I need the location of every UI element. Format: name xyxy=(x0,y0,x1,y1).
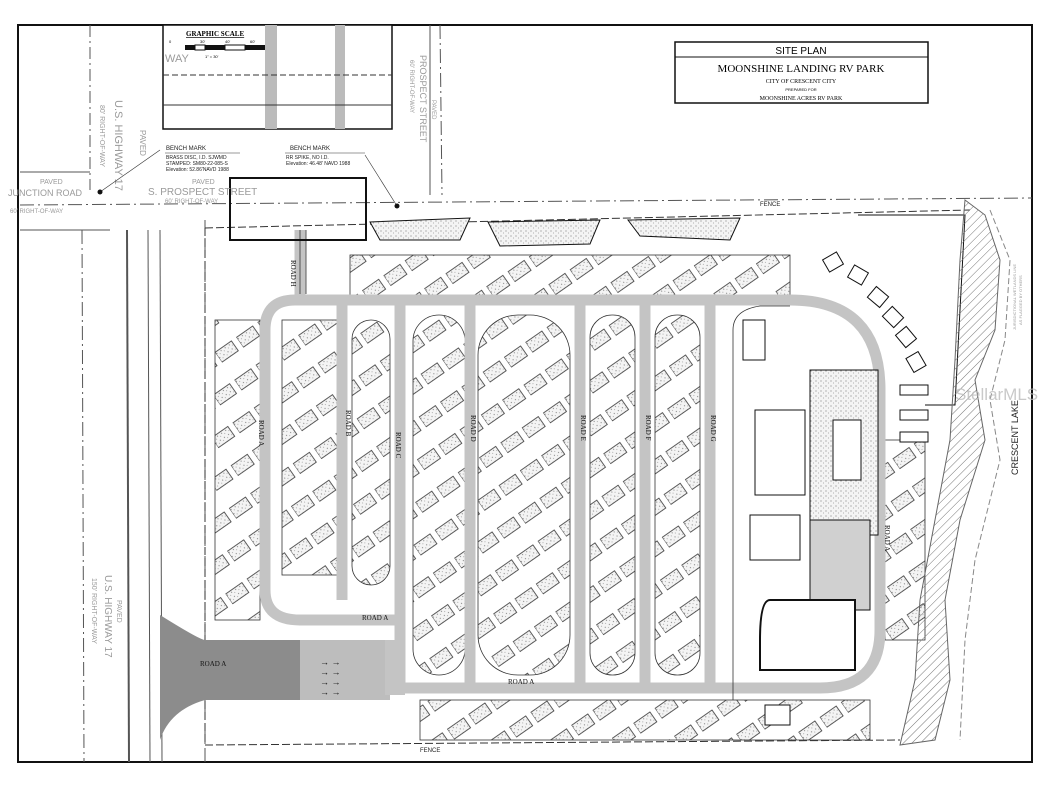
road-c-label: ROAD C xyxy=(394,432,402,459)
svg-text:JURISDICTIONAL WETLANDS LINE: JURISDICTIONAL WETLANDS LINE xyxy=(1012,264,1017,330)
highway-upper-label: PAVED U.S. HIGHWAY 17 80' RIGHT-OF-WAY xyxy=(98,100,147,191)
inset-detail xyxy=(162,24,393,130)
road-d-label: ROAD D xyxy=(469,415,477,442)
wetland-buffer xyxy=(899,199,1001,746)
top-landscape-islands xyxy=(369,217,741,247)
junction-paved: PAVED xyxy=(40,179,63,186)
fence-label-bottom: FENCE xyxy=(420,748,440,754)
road-labels: ROAD A ROAD A ROAD A ROAD A ROAD B ROAD … xyxy=(200,260,891,686)
scale-tick-2: 40' xyxy=(225,39,230,44)
svg-text:BRASS DISC, I.D. SJWMD: BRASS DISC, I.D. SJWMD xyxy=(166,155,227,161)
scale-tick-3: 60' xyxy=(250,39,255,44)
bench-mark-2: BENCH MARK RR SPIKE, NO I.D. Elevation: … xyxy=(285,146,400,209)
road-b-label: ROAD B xyxy=(344,410,352,437)
svg-text:→ →: → → xyxy=(320,687,341,697)
prospect-vertical-label: PAVED PROSPECT STREET 60' RIGHT-OF-WAY xyxy=(408,55,436,143)
svg-text:PROSPECT STREET: PROSPECT STREET xyxy=(418,55,428,143)
junction-road-label: JUNCTION ROAD xyxy=(8,188,83,198)
title-client: MOONSHINE ACRES RV PARK xyxy=(760,96,843,102)
svg-text:Elevation: 52.86'NAVD 1988: Elevation: 52.86'NAVD 1988 xyxy=(166,167,229,173)
svg-text:BENCH MARK: BENCH MARK xyxy=(166,146,206,152)
rv-site-areas xyxy=(214,254,926,741)
svg-text:Elevation: 46.48' NAVD 1988: Elevation: 46.48' NAVD 1988 xyxy=(286,161,350,167)
svg-text:150' RIGHT-OF-WAY: 150' RIGHT-OF-WAY xyxy=(90,578,97,644)
scale-tick-0: 0 xyxy=(169,39,172,44)
amenity-area xyxy=(742,319,879,726)
svg-text:BENCH MARK: BENCH MARK xyxy=(290,146,330,152)
svg-text:→ →: → → xyxy=(320,657,341,667)
svg-text:PAVED: PAVED xyxy=(115,600,122,623)
road-h-label: ROAD H xyxy=(289,260,297,287)
road-a-label-loop: ROAD A xyxy=(362,614,388,622)
prospect-row: 60' RIGHT-OF-WAY xyxy=(165,199,218,205)
watermark: StellarMLS xyxy=(955,385,1038,404)
svg-text:RR SPIKE, NO I.D.: RR SPIKE, NO I.D. xyxy=(286,155,329,161)
svg-text:PAVED: PAVED xyxy=(138,130,147,156)
svg-text:U.S. HIGHWAY 17: U.S. HIGHWAY 17 xyxy=(102,575,113,658)
inset-callout-box xyxy=(229,177,367,241)
road-f-label: ROAD F xyxy=(644,415,652,441)
wetlands-note: JURISDICTIONAL WETLANDS LINE AS FLAGGED … xyxy=(1012,264,1023,330)
road-label-right: ROAD A xyxy=(883,525,891,551)
prospect-paved: PAVED xyxy=(192,179,215,186)
prospect-street-label: S. PROSPECT STREET xyxy=(148,187,257,198)
highway-lower-label: PAVED U.S. HIGHWAY 17 150' RIGHT-OF-WAY xyxy=(90,575,122,658)
graphic-scale-title: GRAPHIC SCALE xyxy=(186,30,244,38)
road-g-label: ROAD G xyxy=(709,415,717,442)
svg-text:AS FLAGGED BY OTHERS: AS FLAGGED BY OTHERS xyxy=(1018,275,1023,325)
fence-label-top: FENCE xyxy=(760,202,780,208)
road-a-label-bottom: ROAD A xyxy=(508,678,534,686)
title-block: SITE PLAN MOONSHINE LANDING RV PARK CITY… xyxy=(674,41,929,104)
title-project: MOONSHINE LANDING RV PARK xyxy=(718,63,885,75)
inset-way-label: WAY xyxy=(165,53,189,65)
wetlands-line xyxy=(959,209,1011,741)
site-entrance xyxy=(160,615,405,740)
svg-text:PAVED: PAVED xyxy=(430,100,436,120)
svg-text:→ →: → → xyxy=(320,667,341,677)
title-city: CITY OF CRESCENT CITY xyxy=(766,79,837,85)
bench-mark-1: BENCH MARK BRASS DISC, I.D. SJWMD STAMPE… xyxy=(97,146,240,195)
svg-text:80' RIGHT-OF-WAY: 80' RIGHT-OF-WAY xyxy=(98,105,105,167)
crescent-lake-label: CRESCENT LAKE xyxy=(1010,400,1020,475)
title-prepared-for: PREPARED FOR xyxy=(785,87,816,92)
title-heading: SITE PLAN xyxy=(775,46,826,57)
svg-text:STAMPED: SM80-22-085-S: STAMPED: SM80-22-085-S xyxy=(166,161,229,167)
road-a-label-left: ROAD A xyxy=(257,420,265,446)
entrance-direction-arrows: → →→ → → →→ → xyxy=(320,657,341,697)
svg-text:U.S. HIGHWAY 17: U.S. HIGHWAY 17 xyxy=(112,100,124,191)
road-a-label-entrance: ROAD A xyxy=(200,660,226,668)
svg-text:→ →: → → xyxy=(320,677,341,687)
junction-row: 60' RIGHT-OF-WAY xyxy=(10,209,63,215)
scale-ratio: 1" = 30' xyxy=(205,54,219,59)
svg-text:60' RIGHT-OF-WAY: 60' RIGHT-OF-WAY xyxy=(408,60,414,113)
scale-tick-1: 30' xyxy=(200,39,205,44)
road-e-label: ROAD E xyxy=(579,415,587,441)
